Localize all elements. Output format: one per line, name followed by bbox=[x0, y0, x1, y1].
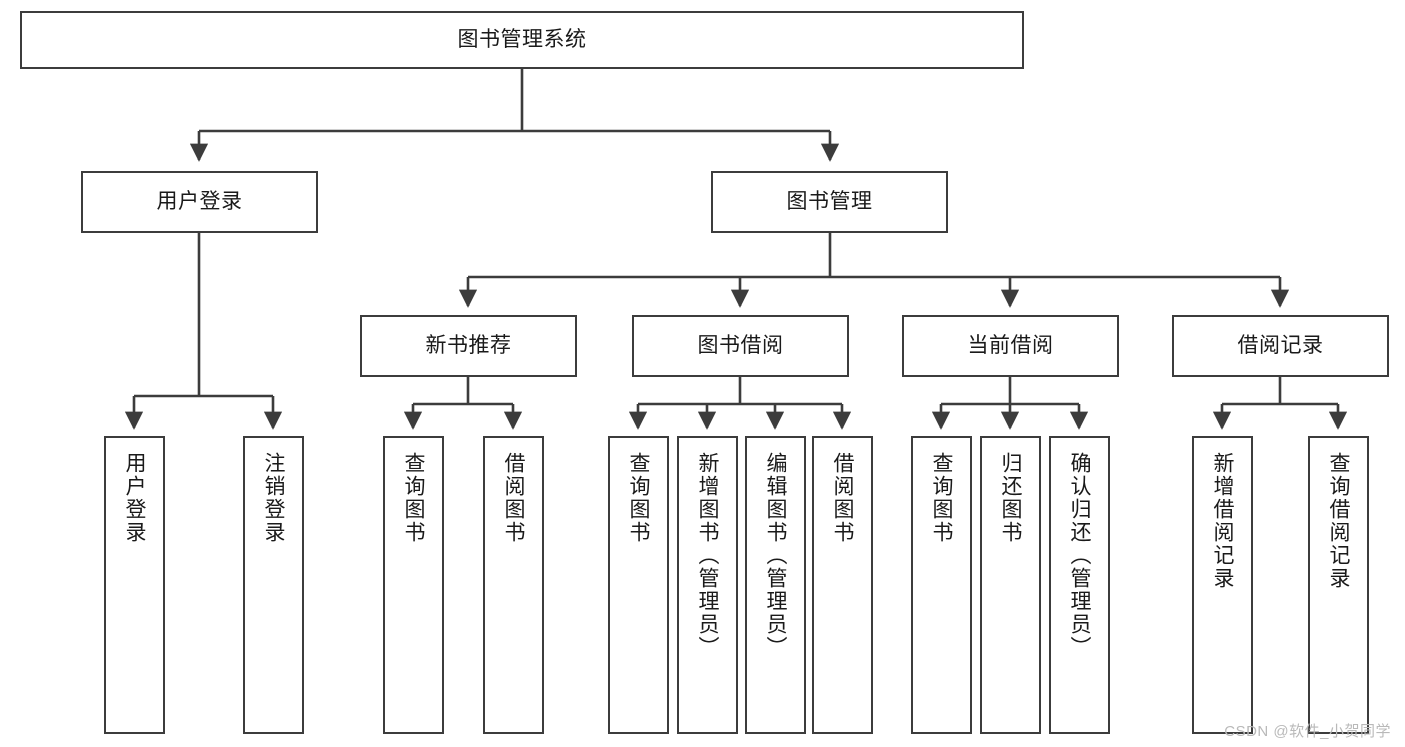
node-label: 当前借阅 bbox=[967, 333, 1054, 357]
node-leaf-query-book-current[interactable]: 查询图书 bbox=[911, 436, 972, 734]
node-label: 用户登录 bbox=[156, 189, 243, 213]
node-leaf-add-borrow-record[interactable]: 新增借阅记录 bbox=[1192, 436, 1253, 734]
node-label: 图书管理 bbox=[786, 189, 873, 213]
node-label: 注销登录 bbox=[262, 452, 285, 544]
node-book-management[interactable]: 图书管理 bbox=[711, 171, 948, 233]
node-root-book-management-system[interactable]: 图书管理系统 bbox=[20, 11, 1024, 69]
node-label: 图书管理系统 bbox=[457, 27, 587, 51]
node-label: 查询图书 bbox=[930, 452, 953, 544]
node-label: 用户登录 bbox=[123, 452, 146, 544]
node-leaf-query-book-borrow[interactable]: 查询图书 bbox=[608, 436, 669, 734]
node-leaf-query-borrow-record[interactable]: 查询借阅记录 bbox=[1308, 436, 1369, 734]
node-borrow-record[interactable]: 借阅记录 bbox=[1172, 315, 1389, 377]
node-leaf-logout[interactable]: 注销登录 bbox=[243, 436, 304, 734]
node-label: 归还图书 bbox=[999, 452, 1022, 544]
node-leaf-edit-book-admin[interactable]: 编辑图书（管理员） bbox=[745, 436, 806, 734]
node-current-borrow[interactable]: 当前借阅 bbox=[902, 315, 1119, 377]
node-label: 查询图书 bbox=[627, 452, 650, 544]
node-new-book-recommend[interactable]: 新书推荐 bbox=[360, 315, 577, 377]
node-label: 确认归还（管理员） bbox=[1068, 452, 1091, 659]
node-leaf-return-book[interactable]: 归还图书 bbox=[980, 436, 1041, 734]
node-label: 借阅图书 bbox=[831, 452, 854, 544]
node-leaf-borrow-book-recommend[interactable]: 借阅图书 bbox=[483, 436, 544, 734]
csdn-watermark: CSDN @软件_小贺同学 bbox=[1224, 723, 1391, 740]
node-label: 新增图书（管理员） bbox=[696, 452, 719, 659]
node-leaf-confirm-return-admin[interactable]: 确认归还（管理员） bbox=[1049, 436, 1110, 734]
node-label: 借阅记录 bbox=[1237, 333, 1324, 357]
node-label: 借阅图书 bbox=[502, 452, 525, 544]
node-label: 图书借阅 bbox=[697, 333, 784, 357]
node-user-login[interactable]: 用户登录 bbox=[81, 171, 318, 233]
node-leaf-query-book-recommend[interactable]: 查询图书 bbox=[383, 436, 444, 734]
node-label: 查询借阅记录 bbox=[1327, 452, 1350, 590]
node-label: 新增借阅记录 bbox=[1211, 452, 1234, 590]
node-label: 编辑图书（管理员） bbox=[764, 452, 787, 659]
node-label: 新书推荐 bbox=[425, 333, 512, 357]
node-label: 查询图书 bbox=[402, 452, 425, 544]
node-book-borrow[interactable]: 图书借阅 bbox=[632, 315, 849, 377]
node-leaf-user-login[interactable]: 用户登录 bbox=[104, 436, 165, 734]
node-leaf-add-book-admin[interactable]: 新增图书（管理员） bbox=[677, 436, 738, 734]
node-leaf-borrow-book[interactable]: 借阅图书 bbox=[812, 436, 873, 734]
